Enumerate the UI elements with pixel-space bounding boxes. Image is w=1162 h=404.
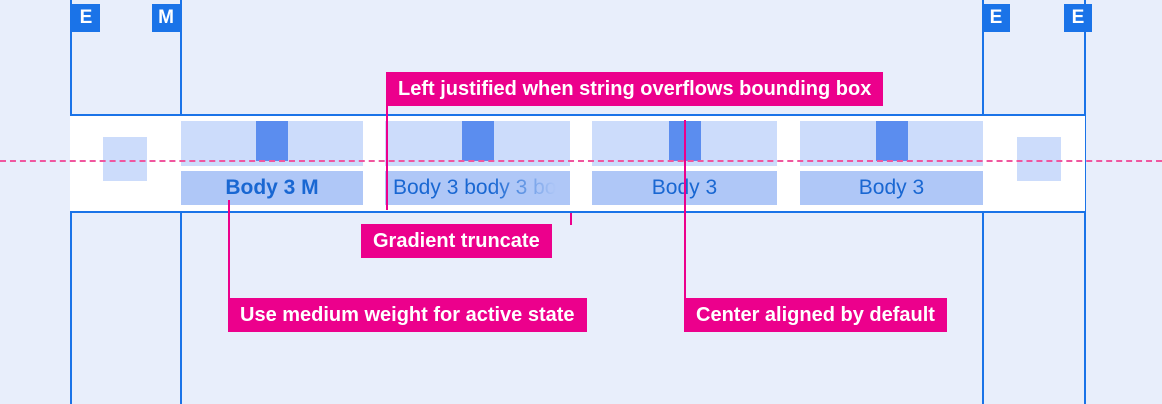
callout-left-justified: Left justified when string overflows bou… xyxy=(386,72,884,106)
tab-label: Body 3 body 3 body 3 xyxy=(393,176,570,199)
tab-icon-track xyxy=(800,121,983,166)
tab-icon xyxy=(461,121,494,161)
tab-overflow[interactable]: Body 3 body 3 body 3 xyxy=(385,121,570,206)
tab-label-track: Body 3 body 3 body 3 xyxy=(385,171,570,205)
guide-right-outer xyxy=(1084,0,1086,404)
spacing-badge-e-right-outer: E xyxy=(1064,4,1092,32)
callout-medium-weight: Use medium weight for active state xyxy=(228,298,587,332)
leader-gradient-truncate xyxy=(570,213,572,225)
leader-medium-weight xyxy=(228,200,230,298)
callout-center-aligned: Center aligned by default xyxy=(684,298,947,332)
leader-center-aligned xyxy=(684,120,686,298)
callout-gradient-truncate: Gradient truncate xyxy=(361,224,552,258)
tab-label-track: Body 3 xyxy=(800,171,983,205)
spacing-badge-e-right-inner: E xyxy=(982,4,1010,32)
tab-default-2[interactable]: Body 3 xyxy=(800,121,983,206)
leader-left-justified xyxy=(386,106,388,210)
tab-label-track: Body 3 M xyxy=(181,171,363,205)
center-baseline xyxy=(0,160,1162,162)
tab-label: Body 3 xyxy=(858,176,925,199)
end-placeholder-right xyxy=(1017,137,1061,181)
tab-active[interactable]: Body 3 M xyxy=(181,121,363,206)
tab-icon-track xyxy=(181,121,363,166)
spacing-badge-m: M xyxy=(152,4,180,32)
tab-icon-track xyxy=(385,121,570,166)
tab-icon xyxy=(256,121,288,161)
tab-label: Body 3 M xyxy=(225,176,319,199)
spacing-badge-e-left: E xyxy=(72,4,100,32)
tab-icon xyxy=(875,121,908,161)
end-placeholder-left xyxy=(103,137,147,181)
